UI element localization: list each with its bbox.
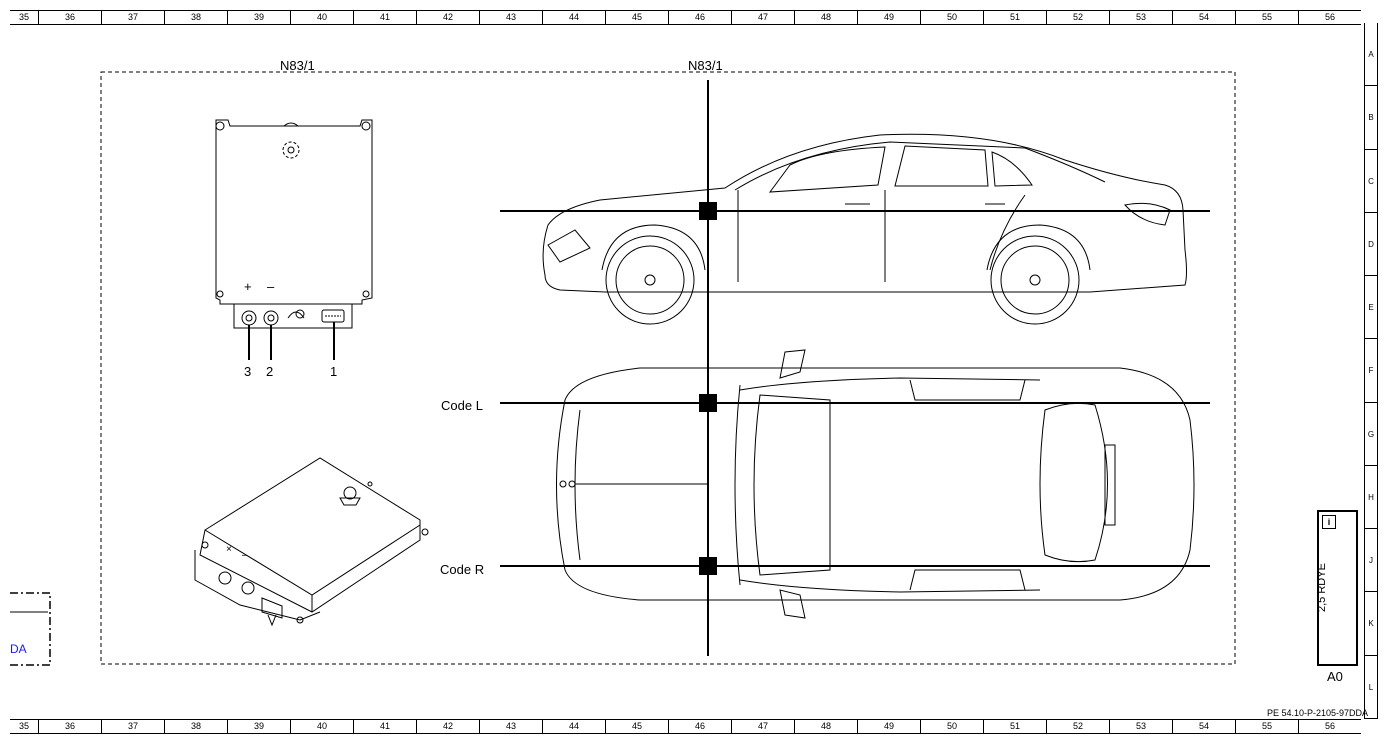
col-46: 46 (668, 11, 731, 24)
col-45: 45 (605, 11, 668, 24)
col-50: 50 (920, 11, 983, 24)
col-47: 47 (731, 11, 794, 24)
car-side-view (542, 133, 1187, 325)
col-37: 37 (101, 720, 164, 733)
col-56: 56 (1298, 720, 1361, 733)
row-b: B (1365, 86, 1377, 150)
col-52: 52 (1046, 11, 1109, 24)
row-h: H (1365, 466, 1377, 530)
col-38: 38 (164, 11, 227, 24)
col-48: 48 (794, 720, 857, 733)
row-a: A (1365, 23, 1377, 87)
col-46: 46 (668, 720, 731, 733)
row-e: E (1365, 276, 1377, 340)
col-49: 49 (857, 11, 920, 24)
row-l: L (1365, 656, 1377, 719)
row-g: G (1365, 403, 1377, 466)
col-44: 44 (542, 720, 605, 733)
col-41: 41 (353, 11, 416, 24)
col-55: 55 (1235, 720, 1298, 733)
col-43: 43 (479, 720, 542, 733)
col-40: 40 (290, 720, 353, 733)
col-44: 44 (542, 11, 605, 24)
control-unit-front (215, 119, 373, 329)
col-36: 36 (38, 11, 101, 24)
location-marker-code-r (699, 557, 717, 575)
svg-text:×: × (226, 544, 232, 555)
row-d: D (1365, 213, 1377, 277)
wire-color-label: 2,5 RDYE (1316, 563, 1328, 612)
col-40: 40 (290, 11, 353, 24)
col-54: 54 (1172, 720, 1235, 733)
pin-1-label: 1 (330, 364, 338, 379)
col-39: 39 (227, 720, 290, 733)
column-ruler-bottom: 35 36 37 38 39 40 41 42 43 44 45 46 47 4… (10, 719, 1361, 734)
col-52: 52 (1046, 720, 1109, 733)
pin-3-label: 3 (244, 364, 252, 379)
col-37: 37 (101, 11, 164, 24)
column-ruler-top: 35 36 37 38 39 40 41 42 43 44 45 46 47 4… (10, 10, 1361, 25)
document-number: PE 54.10-P-2105-97DDA (1267, 708, 1369, 718)
control-unit-iso: × – (194, 457, 429, 627)
col-35: 35 (18, 721, 29, 731)
col-35: 35 (18, 12, 29, 22)
code-l-label: Code L (441, 398, 483, 413)
row-c: C (1365, 150, 1377, 213)
code-r-label: Code R (440, 562, 485, 577)
col-51: 51 (983, 720, 1046, 733)
row-j: J (1365, 529, 1377, 593)
svg-text:–: – (242, 550, 248, 561)
col-53: 53 (1109, 11, 1172, 24)
location-marker-code-l (699, 394, 717, 412)
row-f: F (1365, 339, 1377, 403)
col-47: 47 (731, 720, 794, 733)
partial-reference-link[interactable]: DA (10, 642, 27, 656)
row-k: K (1365, 592, 1377, 656)
dashed-frame (100, 71, 1236, 665)
row-ruler: A B C D E F G H J K L (1364, 23, 1378, 719)
minus-terminal-label: – (267, 279, 275, 294)
component-label-left: N83/1 (280, 58, 315, 73)
col-51: 51 (983, 11, 1046, 24)
col-49: 49 (857, 720, 920, 733)
col-53: 53 (1109, 720, 1172, 733)
wire-legend-box (1317, 510, 1358, 666)
col-41: 41 (353, 720, 416, 733)
area-label: A0 (1327, 669, 1343, 684)
info-icon[interactable]: i (1322, 515, 1336, 529)
col-50: 50 (920, 720, 983, 733)
col-55: 55 (1235, 11, 1298, 24)
component-label-center: N83/1 (688, 58, 723, 73)
plus-terminal-label: + (244, 279, 252, 294)
car-top-view (556, 349, 1195, 619)
col-36: 36 (38, 720, 101, 733)
col-38: 38 (164, 720, 227, 733)
col-56: 56 (1298, 11, 1361, 24)
col-43: 43 (479, 11, 542, 24)
location-marker-side (699, 202, 717, 220)
col-54: 54 (1172, 11, 1235, 24)
col-48: 48 (794, 11, 857, 24)
col-42: 42 (416, 11, 479, 24)
col-42: 42 (416, 720, 479, 733)
partial-ref-box (10, 592, 51, 666)
pin-2-label: 2 (266, 364, 274, 379)
col-39: 39 (227, 11, 290, 24)
col-45: 45 (605, 720, 668, 733)
